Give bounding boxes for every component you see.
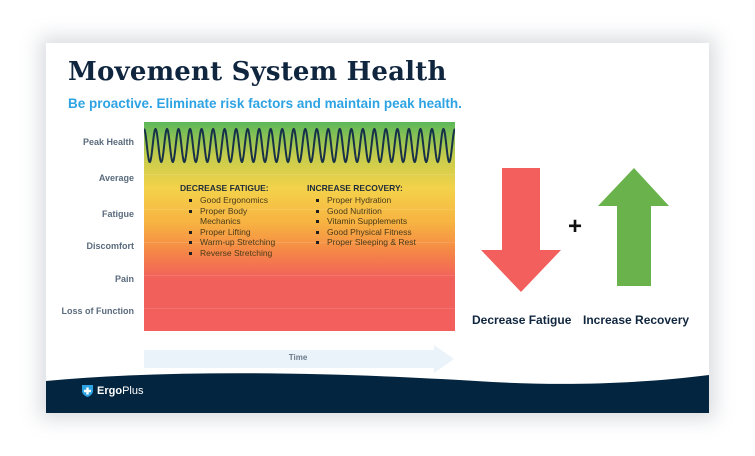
list-item-text: Proper Body Mechanics [200, 205, 248, 227]
brand-name-bold: Ergo [97, 385, 123, 397]
wave-path [144, 127, 455, 164]
decrease-arrow-icon [481, 168, 561, 292]
level-label-discomfort: Discomfort [86, 241, 134, 251]
increase-recovery-heading: INCREASE RECOVERY: [307, 183, 403, 193]
slide-title: Movement System Health [68, 57, 447, 87]
level-label-average: Average [98, 173, 134, 183]
slide: Movement System Health Be proactive. Eli… [46, 43, 709, 413]
increase-recovery-list: INCREASE RECOVERY: Proper Hydration Good… [307, 183, 416, 248]
slide-subtitle: Be proactive. Eliminate risk factors and… [68, 96, 462, 111]
health-wave-line [144, 127, 455, 164]
list-item: Proper Sleeping & Rest [316, 237, 416, 248]
level-label-fatigue: Fatigue [101, 209, 134, 219]
band-divider [144, 242, 455, 243]
list-item: Proper Body Mechanics [189, 205, 270, 227]
time-axis-label: Time [288, 353, 308, 362]
list-item: Reverse Stretching [188, 248, 275, 259]
decrease-fatigue-heading: DECREASE FATIGUE: [180, 183, 269, 193]
arrows-graphic [481, 168, 669, 292]
list-item: Good Nutrition [316, 206, 416, 217]
time-axis-arrow: Time [144, 345, 454, 373]
brand-name: ErgoPlus [97, 385, 143, 397]
list-item: Proper Hydration [316, 195, 416, 206]
health-gradient-band: DECREASE FATIGUE: Good Ergonomics Proper… [144, 122, 455, 331]
decrease-fatigue-list: DECREASE FATIGUE: Good Ergonomics Proper… [180, 183, 275, 259]
level-label-peak-health: Peak Health [82, 137, 134, 147]
level-label-pain: Pain [114, 274, 134, 284]
decrease-fatigue-caption: Decrease Fatigue [472, 313, 572, 327]
list-item: Good Physical Fitness [316, 227, 416, 238]
increase-recovery-caption: Increase Recovery [583, 313, 690, 327]
plus-sign: + [568, 213, 583, 240]
list-item: Vitamin Supplements [316, 216, 416, 227]
time-arrow-icon [144, 345, 454, 373]
list-item: Good Ergonomics [188, 195, 275, 206]
list-item: Proper Lifting [188, 227, 275, 238]
footer-wave-band [46, 373, 709, 413]
band-divider [144, 174, 455, 175]
brand-name-light: Plus [122, 385, 144, 397]
level-label-loss-of-function: Loss of Function [61, 306, 135, 316]
ergoplus-logo: ErgoPlus [82, 385, 143, 397]
band-divider [144, 308, 455, 309]
shield-cross-icon [82, 385, 93, 397]
increase-arrow-icon [598, 168, 669, 286]
band-divider [144, 275, 455, 276]
list-item: Warm-up Stretching [188, 237, 276, 248]
band-divider [144, 209, 455, 210]
